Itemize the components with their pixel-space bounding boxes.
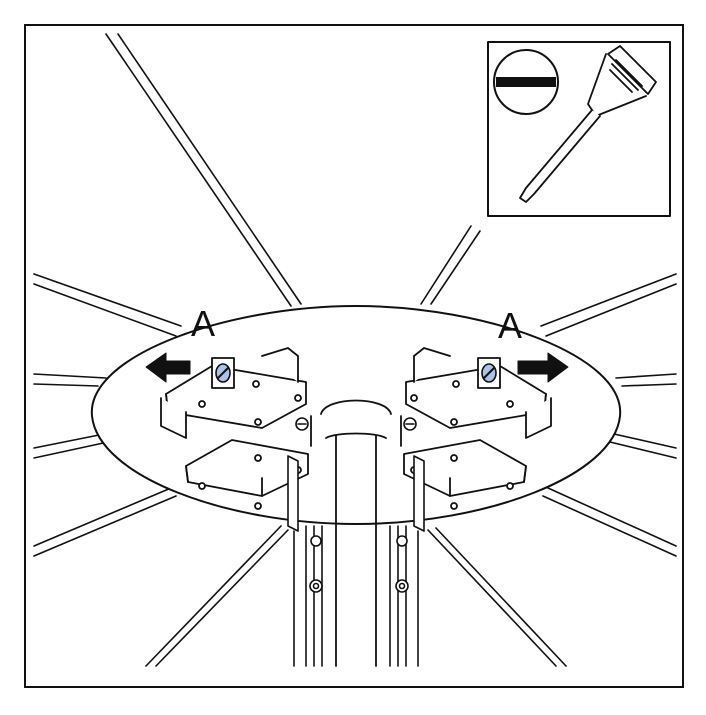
center-column (325, 432, 387, 667)
radial-lines (33, 33, 677, 667)
hub-screws (295, 417, 417, 431)
right-rail (389, 455, 425, 667)
callout-label-right: A (498, 305, 523, 346)
slotted-screw-head-icon (493, 49, 559, 115)
left-rail (287, 455, 323, 667)
direction-arrow-icon (145, 352, 191, 383)
illustration-frame: A A (24, 24, 684, 688)
callout-label-left: A (191, 303, 216, 344)
right-screw (481, 363, 497, 383)
flathead-screwdriver-icon (519, 45, 657, 203)
left-screw (215, 363, 231, 383)
right-clamp-assembly (403, 347, 552, 510)
center-hub (310, 399, 402, 447)
left-clamp-assembly (160, 347, 309, 510)
assembly-diagram (33, 33, 677, 667)
direction-arrow-icon (517, 352, 569, 383)
